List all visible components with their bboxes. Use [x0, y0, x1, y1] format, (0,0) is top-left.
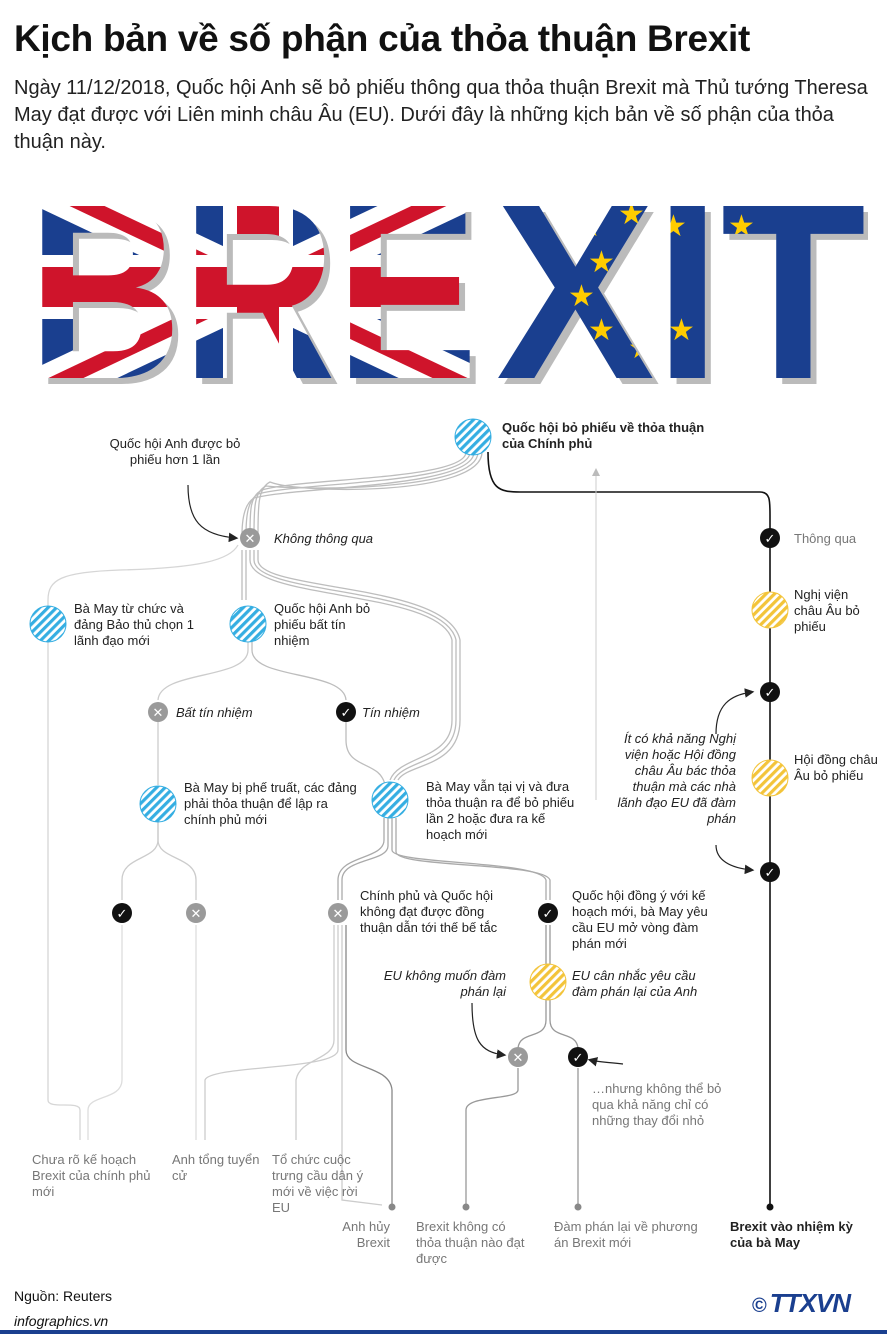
label-may-resigns: Bà May từ chức và đảng Bảo thủ chọn 1 lã…	[74, 601, 194, 648]
label-eu-parliament-vote: Nghị viện châu Âu bỏ phiếu	[794, 587, 860, 634]
label-eu-refuses: EU không muốn đàm phán lại	[383, 968, 506, 999]
source-note: Nguồn: Reuters	[14, 1288, 113, 1304]
node-may-ousted	[139, 785, 177, 823]
label-unlikely-reject: Ít có khả năng Nghị viện hoặc Hội đồng c…	[617, 731, 736, 826]
site-name: infographics.vn	[14, 1313, 109, 1329]
label-multiple-votes-note: Quốc hội Anh được bỏ phiếu hơn 1 lần	[109, 436, 241, 467]
outcome-renegotiate: Đàm phán lại về phương án Brexit mới	[554, 1219, 698, 1250]
label-eu-considers: EU cân nhắc yêu cầu đàm phán lại của Anh	[572, 968, 698, 999]
hatched-nodes	[29, 418, 789, 1001]
check-icon: ✓	[112, 903, 132, 923]
eu-flag-fill: ★ ★ ★ ★ ★ ★ ★ ★ ★ ★ ★	[496, 178, 866, 396]
check-icon: ✓	[760, 862, 780, 882]
copyright-icon: ©	[752, 1295, 767, 1317]
svg-text:★: ★	[668, 313, 695, 348]
svg-text:✓: ✓	[543, 907, 554, 922]
ttxvn-logo: ©TTXVN	[752, 1288, 851, 1318]
label-deadlock: Chính phủ và Quốc hội không đạt được đồn…	[360, 888, 498, 935]
node-eu-considers	[529, 963, 567, 1001]
label-may-remains: Bà May vẫn tại vị và đưa thỏa thuận ra đ…	[426, 779, 575, 842]
label-no-confidence: Bất tín nhiệm	[176, 705, 253, 720]
check-cross-markers: ✕ ✓ ✕ ✓ ✓ ✓ ✓ ✕ ✕ ✓ ✕ ✓	[112, 528, 780, 1067]
cross-icon: ✕	[240, 528, 260, 548]
node-eu-parliament	[751, 591, 789, 629]
label-not-passed: Không thông qua	[274, 531, 374, 546]
cross-icon: ✕	[508, 1047, 528, 1067]
svg-text:★: ★	[718, 291, 745, 326]
svg-text:✓: ✓	[117, 907, 128, 922]
union-flag-fill	[28, 178, 478, 396]
svg-text:★: ★	[628, 331, 655, 366]
svg-text:★: ★	[568, 279, 595, 314]
node-eu-council	[751, 759, 789, 797]
svg-text:★: ★	[588, 313, 615, 348]
bottom-bar	[0, 1330, 887, 1334]
svg-text:✓: ✓	[573, 1051, 584, 1066]
node-may-resigns	[29, 605, 67, 643]
outcome-cancel-brexit: Anh hủy Brexit	[342, 1219, 390, 1250]
node-no-confidence-vote	[229, 605, 267, 643]
page-title: Kịch bản về số phận của thỏa thuận Brexi…	[14, 18, 751, 59]
label-no-confidence-vote: Quốc hội Anh bỏ phiếu bất tín nhiệm	[274, 601, 371, 648]
cross-icon: ✕	[148, 702, 168, 722]
brexit-banner: BRE XIT BRE XIT ★ ★ ★ ★ ★ ★ ★ ★ ★ ★	[28, 178, 868, 396]
label-new-plan-agreed: Quốc hội đồng ý với kế hoạch mới, bà May…	[572, 888, 708, 951]
svg-text:✓: ✓	[765, 866, 776, 881]
outcome-unclear-plan: Chưa rõ kế hoạch Brexit của chính phủ mớ…	[32, 1152, 151, 1199]
svg-text:★: ★	[618, 197, 645, 232]
check-icon: ✓	[336, 702, 356, 722]
label-eu-council-vote: Hội đồng châu Âu bỏ phiếu	[794, 752, 878, 783]
node-may-remains	[371, 781, 409, 819]
cross-icon: ✕	[186, 903, 206, 923]
check-icon: ✓	[760, 528, 780, 548]
svg-text:✕: ✕	[191, 907, 202, 922]
svg-text:★: ★	[728, 209, 755, 244]
node-parliament-vote	[454, 418, 492, 456]
check-icon: ✓	[568, 1047, 588, 1067]
label-parliament-vote: Quốc hội bỏ phiếu về thỏa thuận của Chín…	[502, 420, 705, 451]
check-icon: ✓	[760, 682, 780, 702]
outcome-no-deal: Brexit không có thỏa thuận nào đạt được	[416, 1219, 525, 1266]
svg-text:✕: ✕	[153, 706, 164, 721]
svg-text:★: ★	[576, 209, 603, 244]
outcome-brexit-under-may: Brexit vào nhiệm kỳ của bà May	[730, 1219, 853, 1250]
label-passed: Thông qua	[794, 531, 857, 546]
label-confidence: Tín nhiệm	[362, 705, 420, 720]
svg-text:✕: ✕	[333, 907, 344, 922]
label-minor-changes: …nhưng không thể bỏ qua khả năng chỉ có …	[592, 1081, 722, 1128]
svg-text:✕: ✕	[513, 1051, 524, 1066]
svg-text:✓: ✓	[765, 686, 776, 701]
outcome-general-election: Anh tổng tuyển cử	[172, 1152, 260, 1183]
cross-icon: ✕	[328, 903, 348, 923]
label-may-ousted: Bà May bị phế truất, các đảng phải thỏa …	[184, 780, 357, 827]
svg-text:✕: ✕	[245, 532, 256, 547]
outcome-referendum: Tổ chức cuộc trưng cầu dân ý mới về việc…	[272, 1152, 364, 1215]
svg-text:✓: ✓	[341, 706, 352, 721]
intro-text: Ngày 11/12/2018, Quốc hội Anh sẽ bỏ phiế…	[14, 77, 868, 153]
svg-text:★: ★	[660, 209, 687, 244]
svg-text:★: ★	[588, 245, 615, 280]
check-icon: ✓	[538, 903, 558, 923]
svg-text:✓: ✓	[765, 532, 776, 547]
svg-text:★: ★	[748, 247, 775, 282]
